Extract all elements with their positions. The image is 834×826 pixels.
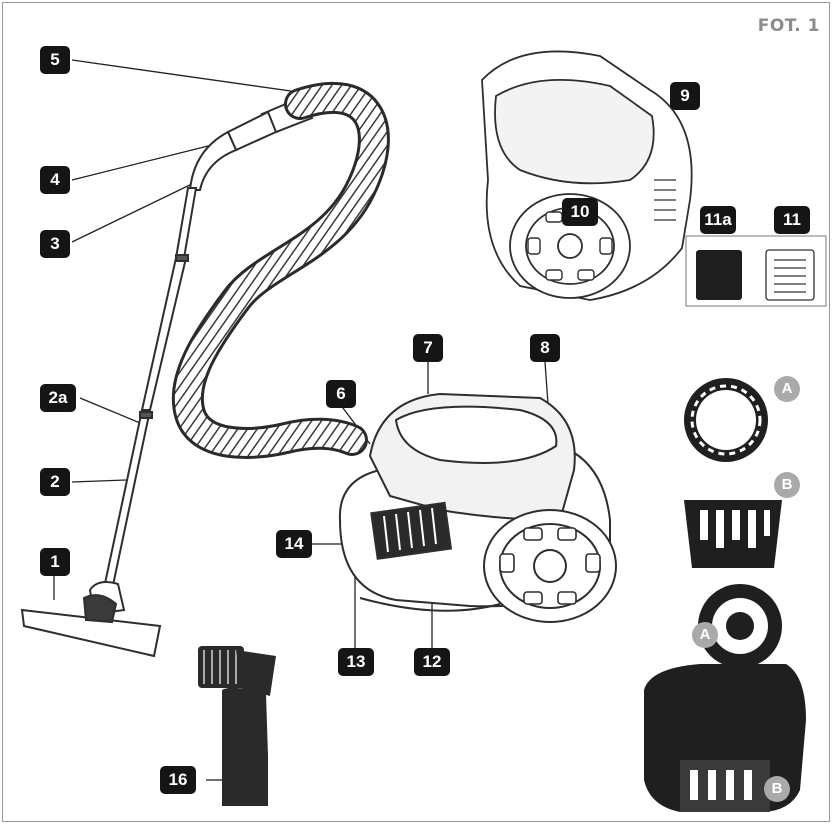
callout-7: 7 (413, 334, 443, 362)
figure-label: FOT. 1 (757, 16, 820, 36)
part-a-ring (684, 378, 768, 462)
filter-11a (696, 250, 742, 300)
callout-2a: 2a (40, 384, 76, 412)
callout-16: 16 (160, 766, 196, 794)
brush-nozzle-16 (198, 646, 276, 806)
part-a-badge-assembled: A (692, 622, 718, 648)
callout-12: 12 (414, 648, 450, 676)
dust-container-unit (481, 50, 693, 301)
callout-9: 9 (670, 82, 700, 110)
callout-11a: 11a (700, 206, 736, 234)
callout-5: 5 (40, 46, 70, 74)
part-b-badge-assembled: B (764, 776, 790, 802)
callout-2: 2 (40, 468, 70, 496)
callout-14: 14 (276, 530, 312, 558)
callout-10: 10 (562, 198, 598, 226)
callout-1: 1 (40, 548, 70, 576)
callout-8: 8 (530, 334, 560, 362)
wand-assembly (20, 96, 314, 658)
assembled-view (644, 584, 806, 812)
callout-4: 4 (40, 166, 70, 194)
filter-11 (765, 249, 815, 301)
callout-13: 13 (338, 648, 374, 676)
callout-6: 6 (326, 380, 356, 408)
part-a-badge: A (774, 376, 800, 402)
main-unit (338, 392, 617, 623)
part-b-badge: B (774, 472, 800, 498)
callout-3: 3 (40, 230, 70, 258)
callout-11: 11 (774, 206, 810, 234)
part-b-insert (684, 500, 782, 568)
